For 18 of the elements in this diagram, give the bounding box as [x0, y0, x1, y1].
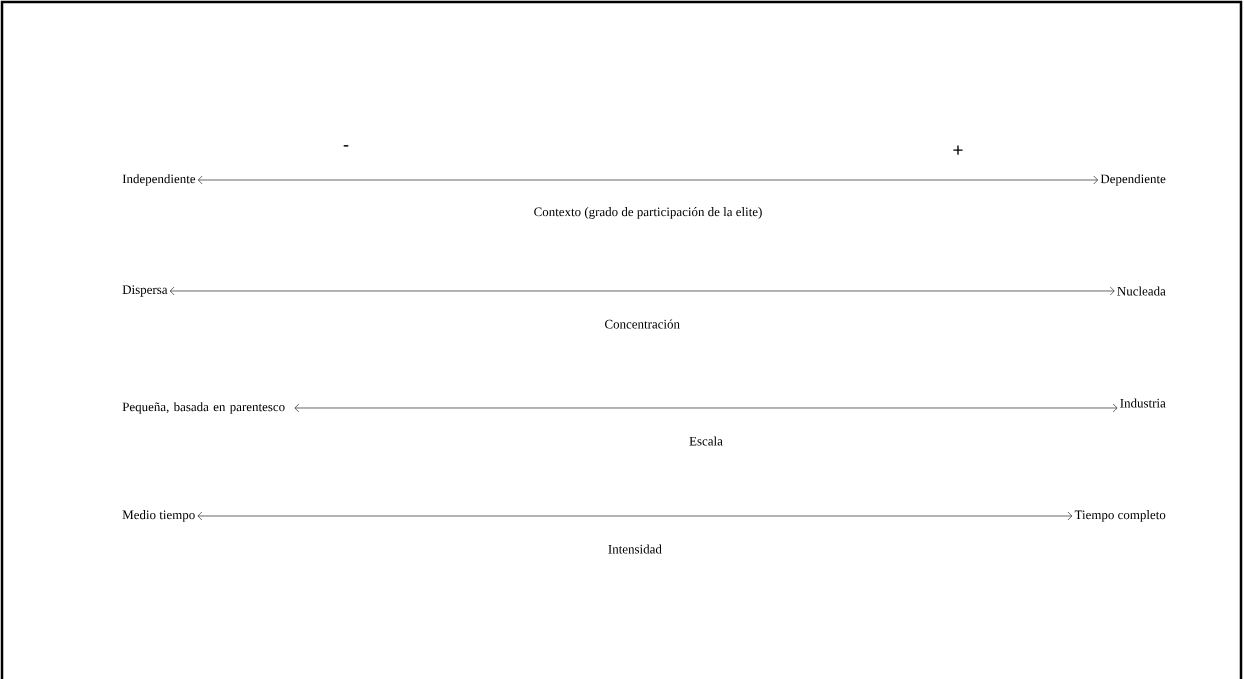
pole-label: Dependiente [1100, 174, 1166, 186]
double-arrow [169, 286, 1115, 296]
axis-label: Concentración [605, 319, 680, 329]
pole-label: Industria [1120, 398, 1166, 408]
scale-sign: + [953, 145, 963, 155]
pole-label: Pequeña, basada en parentesco [122, 402, 285, 414]
pole-label: Nucleada [1117, 286, 1166, 296]
axis-label: Intensidad [608, 544, 662, 554]
pole-label: Dispersa [122, 285, 168, 297]
pole-label: Tiempo completo [1074, 510, 1166, 522]
axis-label: Contexto (grado de participación de la elite) [534, 207, 762, 219]
axis-label: Escala [689, 436, 723, 446]
pole-label: Medio tiempo [122, 510, 195, 522]
pole-label: Independiente [122, 174, 196, 186]
double-arrow [197, 175, 1099, 185]
double-arrow [294, 403, 1118, 413]
double-arrow [197, 511, 1073, 521]
scale-sign: - [343, 145, 349, 147]
